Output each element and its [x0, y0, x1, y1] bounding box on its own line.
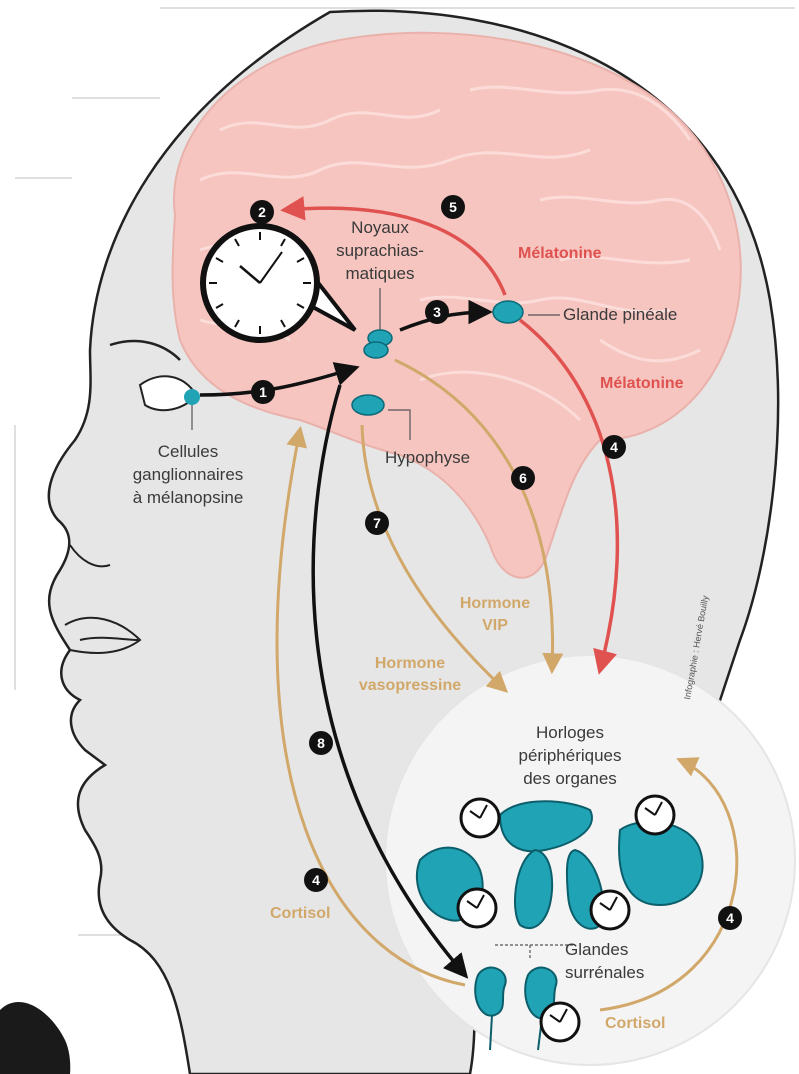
label-hormone-vaso: vasopressine [359, 677, 461, 694]
svg-text:2: 2 [258, 204, 266, 220]
svg-text:1: 1 [259, 384, 267, 400]
step-badge-6: 6 [511, 466, 535, 490]
dark-blob [0, 1002, 70, 1074]
step-badge-7: 7 [365, 511, 389, 535]
label-cellules: à mélanopsine [133, 488, 244, 507]
label-cellules: ganglionnaires [133, 465, 244, 484]
label-horloges: des organes [523, 769, 617, 788]
step-badge-4: 4 [602, 435, 626, 459]
label-cortisol-bottom: Cortisol [605, 1015, 665, 1032]
step-badge-5: 5 [441, 195, 465, 219]
step-badge-1: 1 [251, 380, 275, 404]
pituitary-icon [352, 395, 384, 415]
label-noyaux: suprachias- [336, 241, 424, 260]
small-clock-icon [541, 1003, 579, 1041]
pineal-gland-icon [493, 301, 523, 323]
kidney-left-icon [475, 968, 506, 1016]
svg-text:5: 5 [449, 199, 457, 215]
label-horloges: Horloges [536, 723, 604, 742]
label-glandes: Glandes [565, 940, 628, 959]
label-noyaux: matiques [346, 264, 415, 283]
svg-text:8: 8 [317, 735, 325, 751]
small-clock-icon [636, 796, 674, 834]
label-glandes: surrénales [565, 963, 644, 982]
svg-text:6: 6 [519, 470, 527, 486]
ganglion-cell-dot [184, 389, 200, 405]
label-melatonine-top: Mélatonine [518, 245, 602, 262]
label-hypophyse: Hypophyse [385, 448, 470, 467]
label-horloges: périphériques [518, 746, 621, 765]
label-cortisol-left: Cortisol [270, 905, 330, 922]
step-badge-3: 3 [425, 300, 449, 324]
small-clock-icon [458, 889, 496, 927]
small-clock-icon [591, 891, 629, 929]
svg-text:3: 3 [433, 304, 441, 320]
label-hormone-vaso: Hormone [375, 655, 445, 672]
label-hormone-vip: Hormone [460, 595, 530, 612]
label-noyaux: Noyaux [351, 218, 409, 237]
suprachiasmatic-nucleus-icon-2 [364, 342, 388, 358]
small-clock-icon [461, 799, 499, 837]
step-badge-2: 2 [250, 200, 274, 224]
svg-text:4: 4 [312, 872, 320, 888]
label-melatonine-right: Mélatonine [600, 375, 684, 392]
step-badge-8: 8 [309, 731, 333, 755]
svg-text:4: 4 [610, 439, 618, 455]
label-cellules: Cellules [158, 442, 218, 461]
step-badge-4c: 4 [718, 906, 742, 930]
svg-text:7: 7 [373, 515, 381, 531]
label-hormone-vip: VIP [482, 617, 508, 634]
step-badge-4b: 4 [304, 868, 328, 892]
svg-text:4: 4 [726, 910, 734, 926]
label-glande-pineale: Glande pinéale [563, 305, 677, 324]
